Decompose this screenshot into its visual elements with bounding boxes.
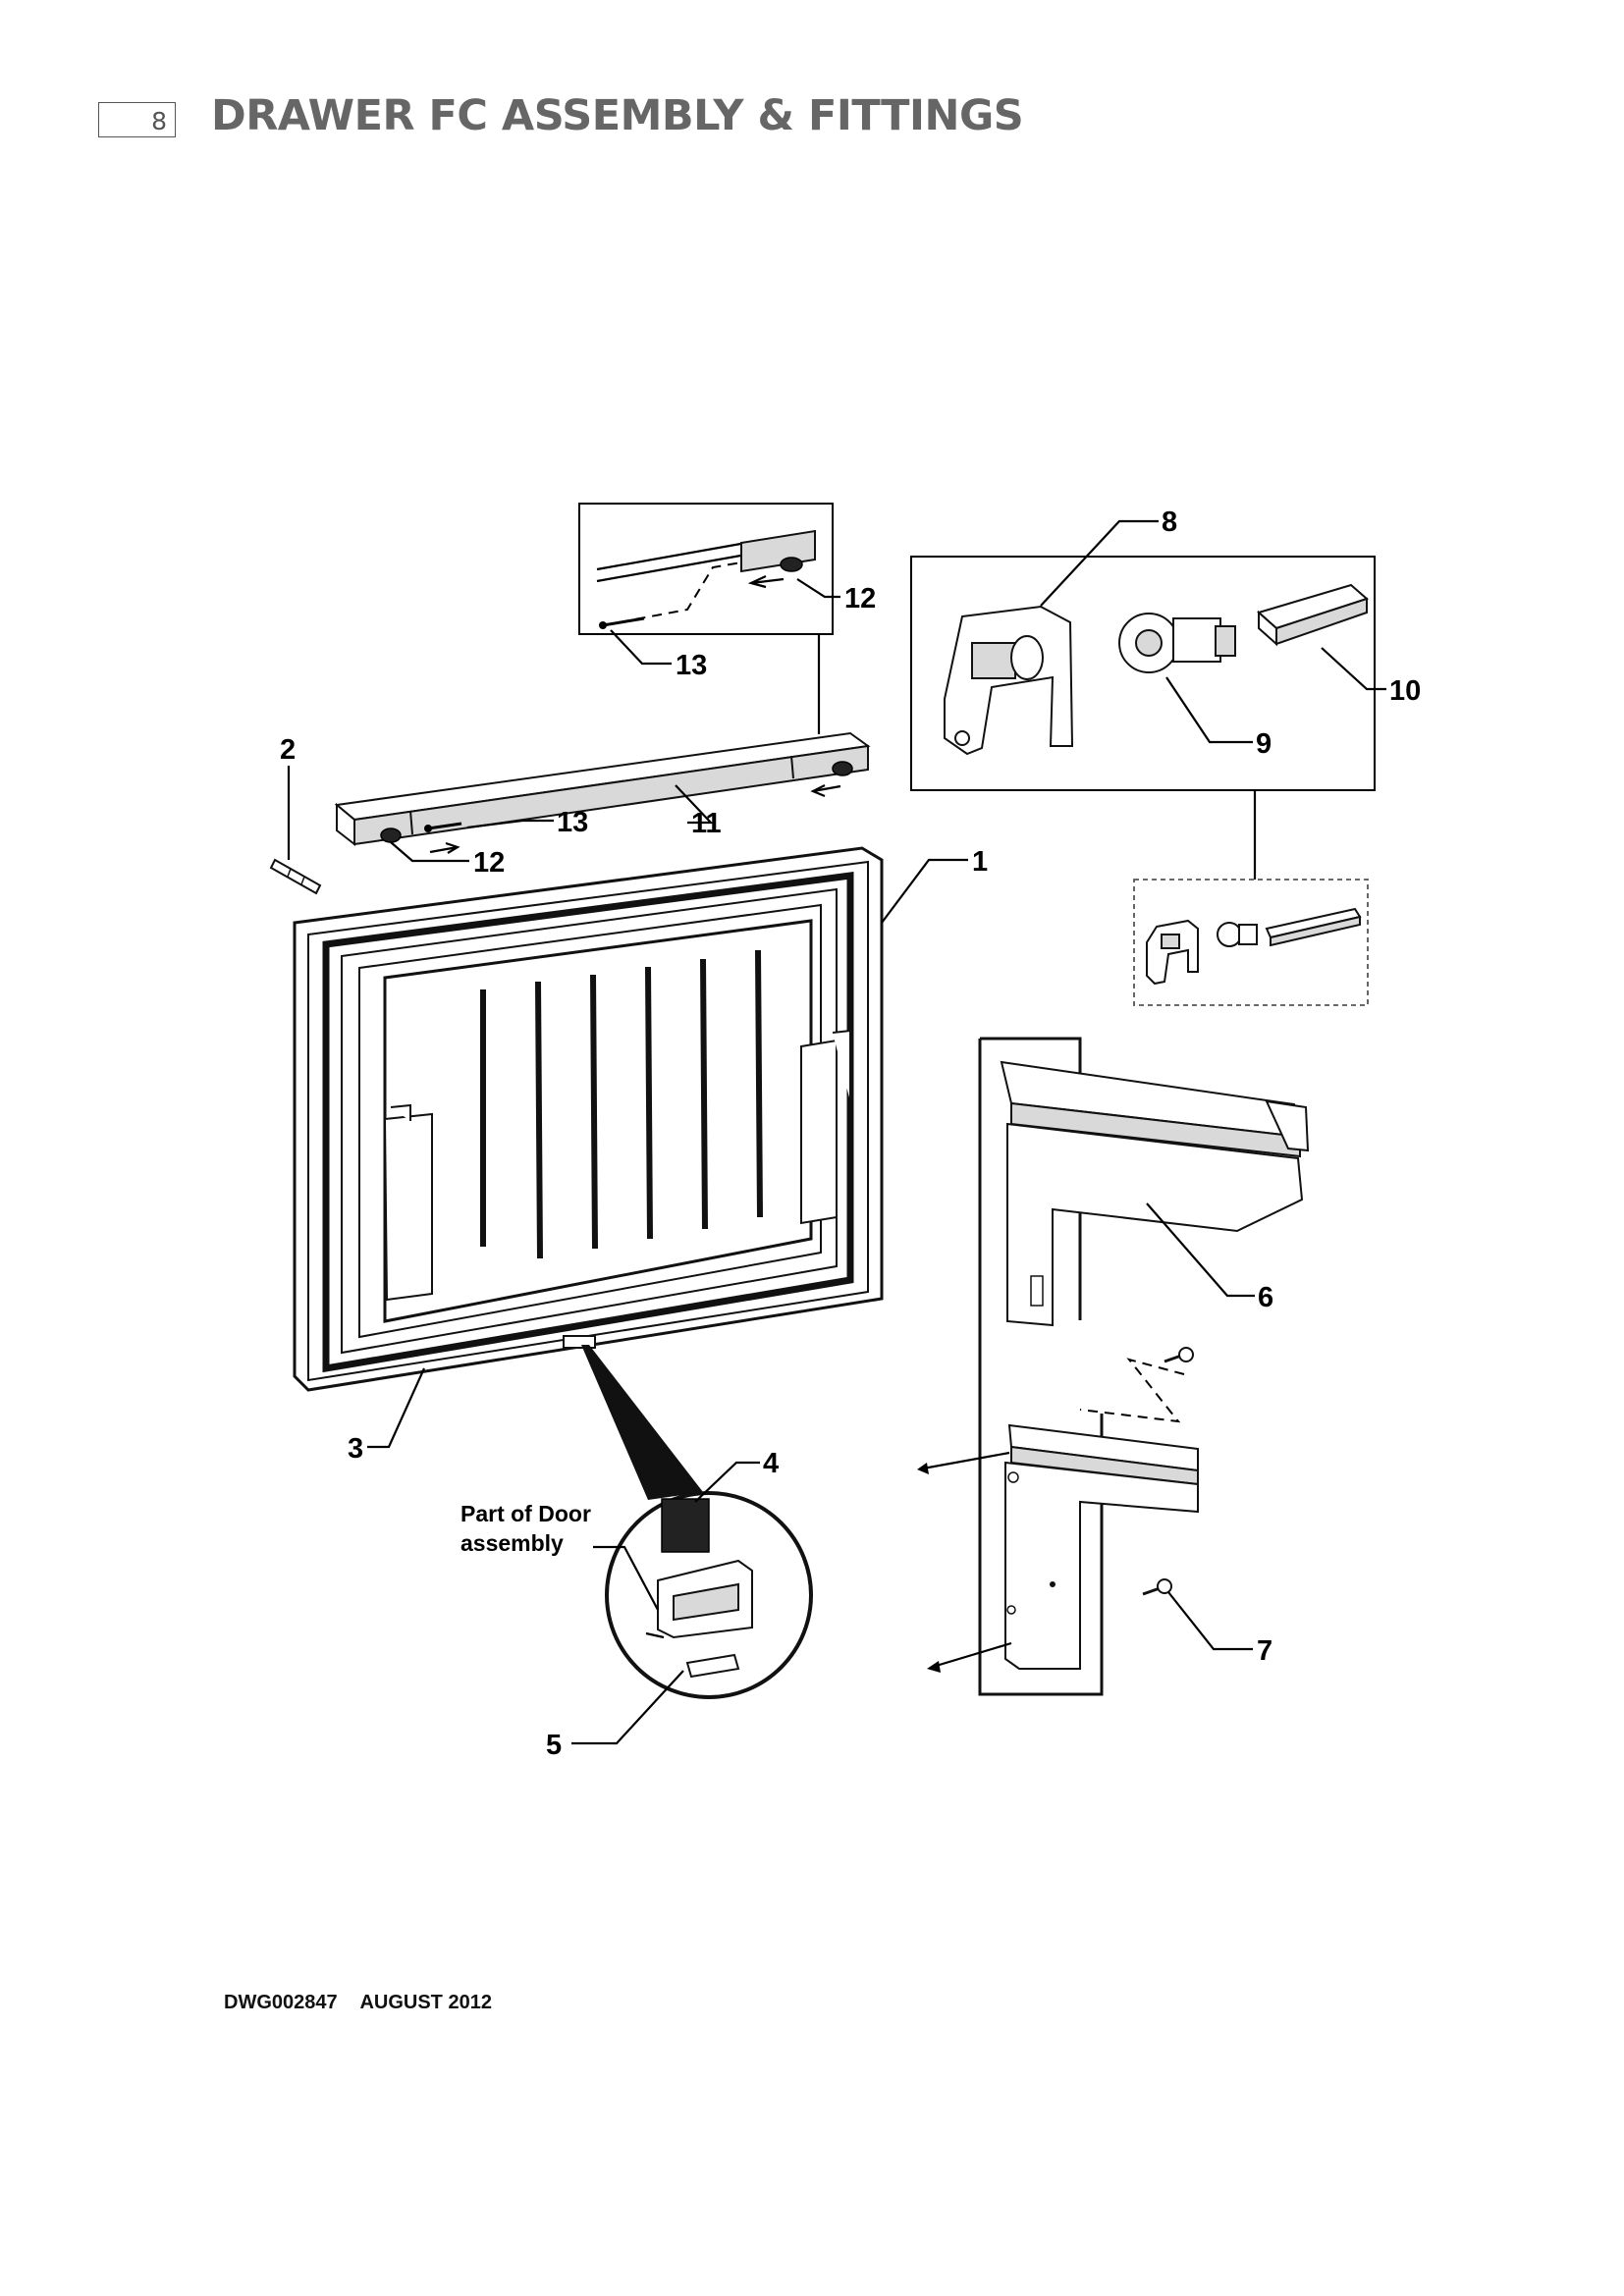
callout-12-inset: 12 bbox=[844, 583, 876, 614]
drawer-door-part bbox=[293, 846, 884, 1392]
callout-9: 9 bbox=[1256, 728, 1272, 760]
callout-leaders bbox=[287, 519, 1386, 1745]
slide-rail-part bbox=[917, 1037, 1310, 1696]
fittings-detail-inset bbox=[910, 556, 1376, 791]
callout-10: 10 bbox=[1389, 675, 1421, 707]
callout-6: 6 bbox=[1258, 1282, 1273, 1313]
handle-detail-inset bbox=[578, 503, 834, 635]
callout-5: 5 bbox=[546, 1730, 562, 1761]
page-title: DRAWER FC ASSEMBLY & FITTINGS bbox=[211, 91, 1024, 140]
page-number-box: 8 bbox=[98, 102, 176, 137]
callout-2: 2 bbox=[280, 734, 296, 766]
callout-3: 3 bbox=[348, 1433, 363, 1465]
callout-7: 7 bbox=[1257, 1635, 1272, 1667]
catch-detail-magnifier bbox=[581, 1345, 813, 1699]
callout-4: 4 bbox=[763, 1448, 779, 1479]
callout-8: 8 bbox=[1162, 507, 1177, 538]
callout-1: 1 bbox=[972, 846, 988, 878]
note-assembly: assembly bbox=[460, 1530, 564, 1556]
callout-12: 12 bbox=[473, 847, 505, 879]
fittings-assembled-inset bbox=[1133, 879, 1369, 1006]
page-number: 8 bbox=[151, 107, 167, 135]
note-part-of-door: Part of Door bbox=[460, 1501, 591, 1526]
callout-13: 13 bbox=[557, 807, 588, 838]
drawing-footer: DWG002847 AUGUST 2012 bbox=[224, 1992, 510, 2014]
handle-bar-part bbox=[334, 731, 871, 854]
callout-13-inset: 13 bbox=[676, 650, 707, 681]
callout-11: 11 bbox=[691, 808, 722, 839]
drawing-number: DWG002847 bbox=[224, 1992, 338, 2013]
drawing-date: AUGUST 2012 bbox=[359, 1992, 492, 2013]
pin-part bbox=[269, 858, 322, 895]
